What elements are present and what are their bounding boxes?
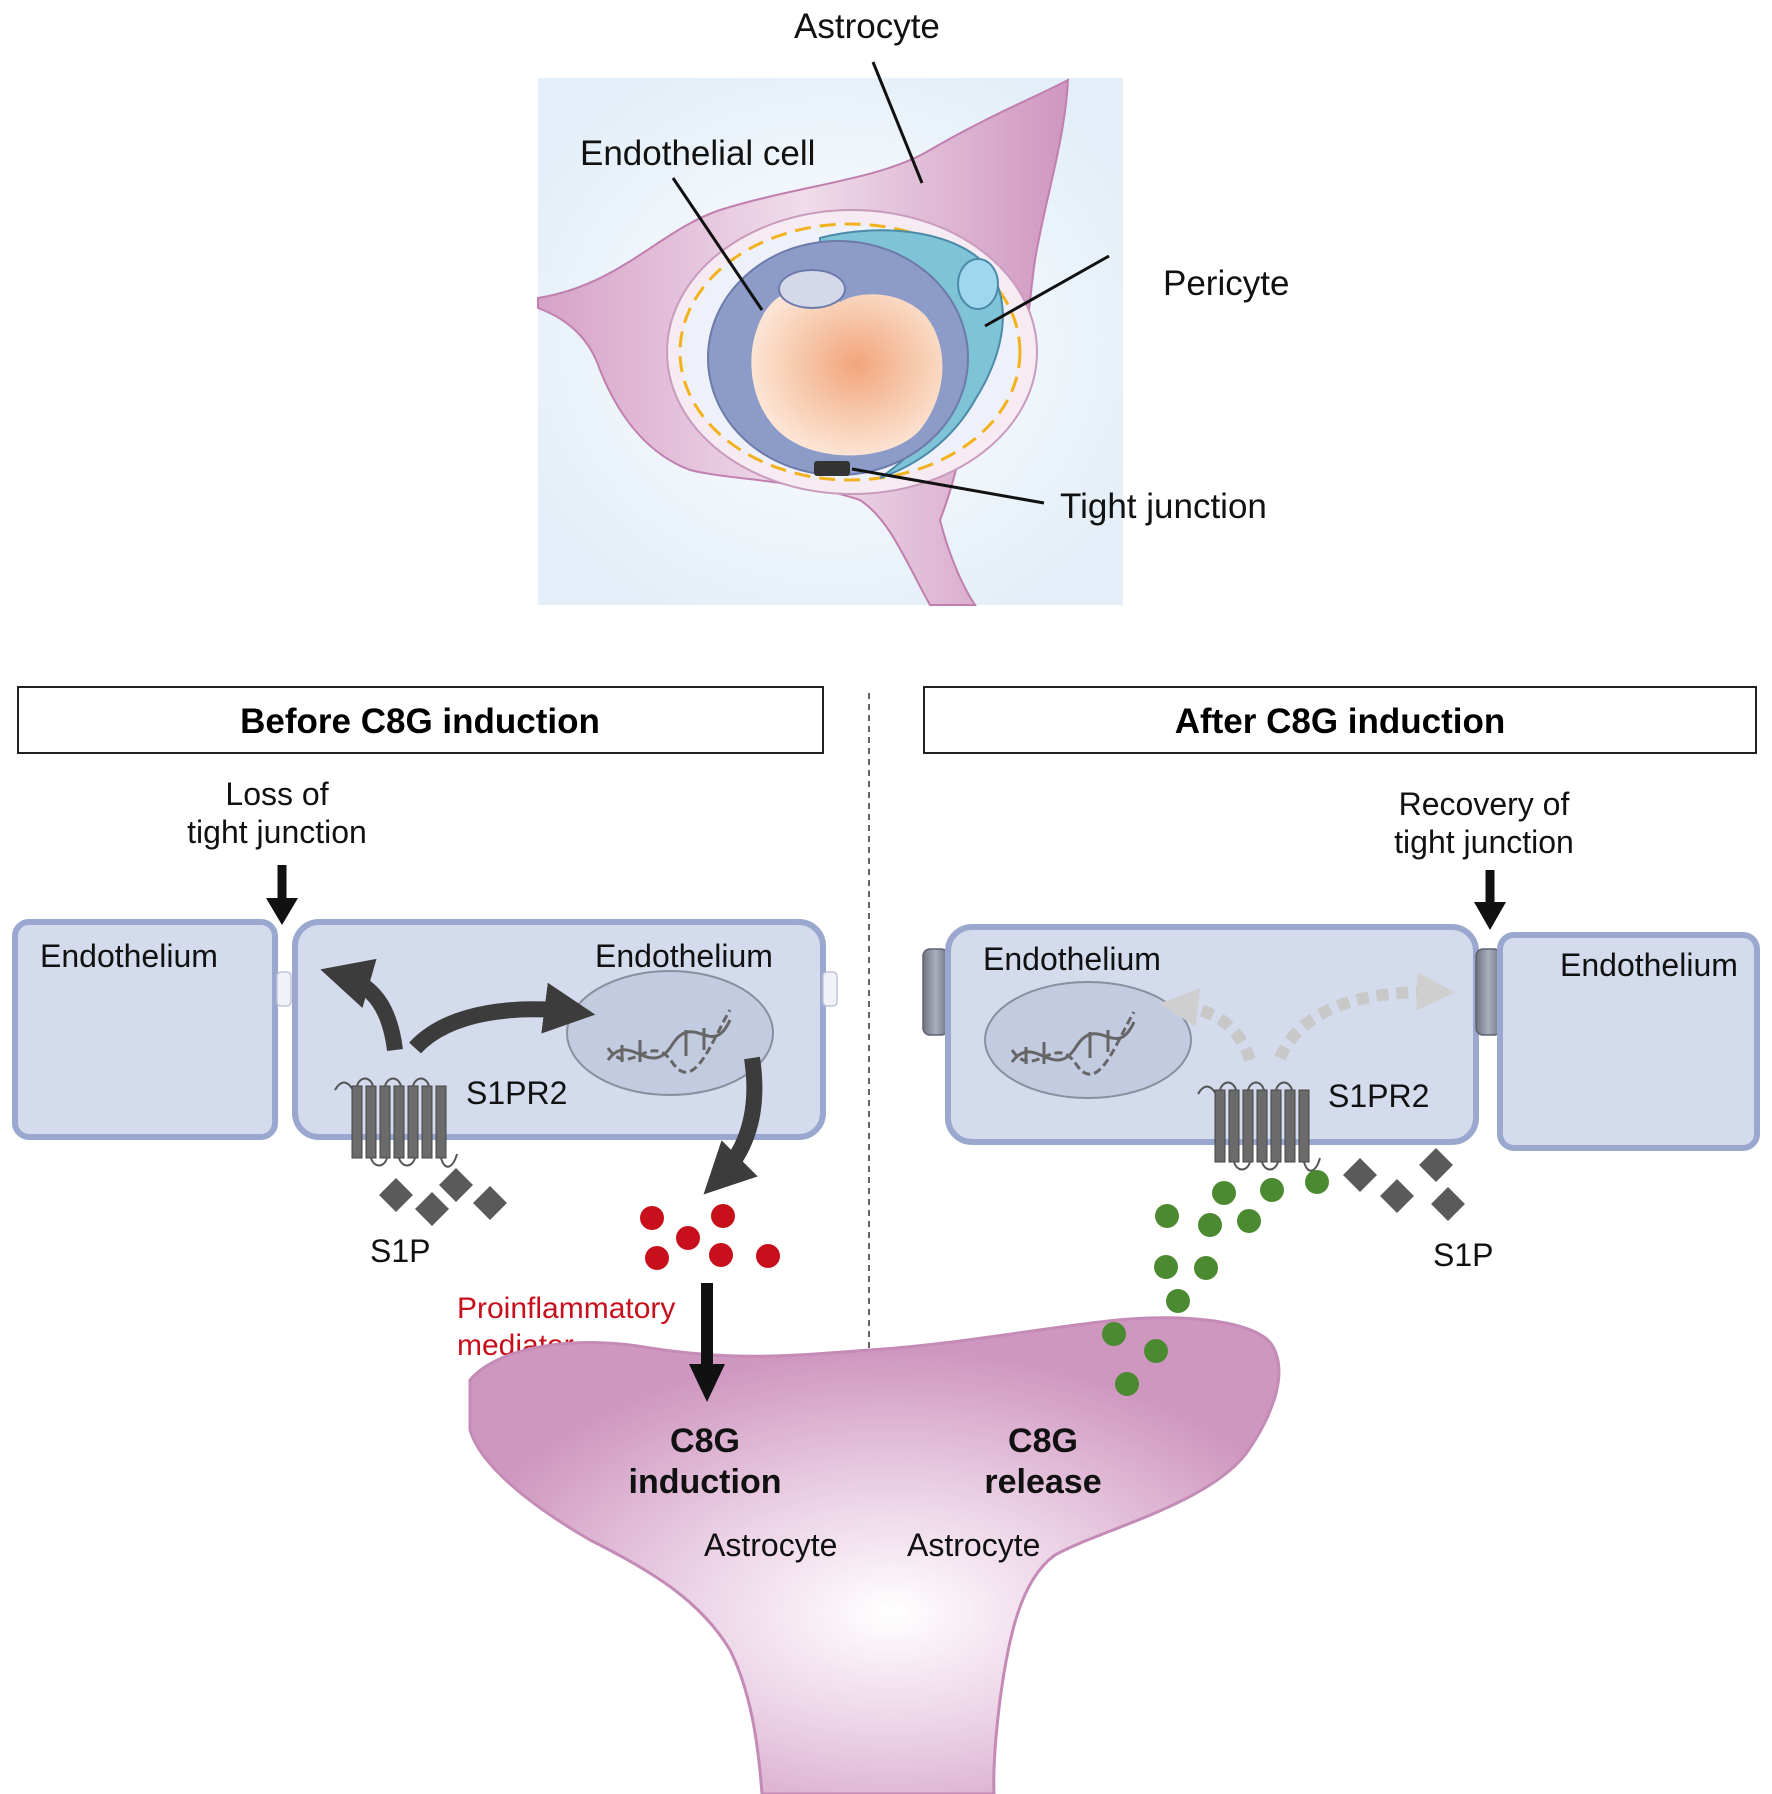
- proinflammatory-mediator-dots: [640, 1204, 780, 1270]
- top-endothelial-nucleus: [778, 269, 846, 309]
- left-tj-note-1: Loss of: [225, 776, 328, 812]
- right-astro-line1: C8G: [1008, 1422, 1078, 1460]
- top-pericyte-nucleus: [957, 258, 999, 310]
- right-astrocyte-label: Astrocyte: [907, 1527, 1040, 1563]
- astrocyte-cell-body: [468, 1316, 1281, 1794]
- right-astro-line2: release: [984, 1463, 1101, 1501]
- tight-junction-leader: [851, 467, 1045, 505]
- endothelial-cell-label: Endothelial cell: [580, 134, 815, 173]
- right-tj-note-2: tight junction: [1394, 824, 1574, 860]
- right-tj-note-1: Recovery of: [1399, 786, 1570, 822]
- pericyte-leader: [984, 254, 1110, 328]
- right-s1pr2-label: S1PR2: [1328, 1078, 1429, 1114]
- right-header-box: [923, 686, 1757, 754]
- left-panel: Before C8G induction Loss of tight junct…: [12, 686, 838, 1362]
- tight-junction-label: Tight junction: [1060, 487, 1267, 526]
- left-dna-icon: [606, 1009, 732, 1074]
- left-s1pr2-receptor: [334, 1077, 458, 1168]
- left-s1pr2-label: S1PR2: [466, 1075, 567, 1111]
- left-arrow-nucleus-to-mediator: [703, 1056, 763, 1195]
- right-tight-junction-left: [922, 948, 949, 1036]
- top-tight-junction: [814, 461, 850, 476]
- right-s1p-molecules: [1343, 1148, 1465, 1221]
- c8g-release-dots: [1102, 1170, 1329, 1396]
- left-arrow-to-junction: [320, 958, 403, 1052]
- left-s1p-label: S1P: [370, 1233, 430, 1269]
- left-small-endothelium-label: Endothelium: [40, 938, 218, 974]
- left-astro-line1: C8G: [670, 1422, 740, 1460]
- left-astro-line2: induction: [629, 1463, 782, 1501]
- right-panel: After C8G induction Recovery of tight ju…: [922, 686, 1760, 1273]
- right-small-endothelium-label: Endothelium: [1560, 947, 1738, 983]
- left-small-endothelium: [12, 919, 278, 1140]
- left-header-box: [17, 686, 824, 754]
- left-astrocyte-label: Astrocyte: [704, 1527, 837, 1563]
- endothelial-leader: [671, 177, 764, 311]
- pericyte-label: Pericyte: [1163, 264, 1289, 303]
- right-s1p-label: S1P: [1433, 1237, 1493, 1273]
- top-lumen: [751, 289, 943, 456]
- left-s1p-molecules: [379, 1168, 507, 1226]
- mediator-label-1: Proinflammatory: [457, 1292, 675, 1325]
- astrocyte-leader: [871, 61, 924, 184]
- right-nucleus: [984, 981, 1192, 1099]
- left-nucleus: [566, 970, 774, 1096]
- right-s1pr2-receptor: [1197, 1081, 1321, 1172]
- left-tj-note-2: tight junction: [187, 814, 367, 850]
- right-main-endothelium-label: Endothelium: [983, 941, 1161, 977]
- left-header: Before C8G induction: [240, 702, 600, 741]
- left-arrow-to-nucleus: [409, 982, 596, 1054]
- left-main-endothelium-label: Endothelium: [595, 938, 773, 974]
- top-diagram: Astrocyte Endothelial cell Pericyte Tigh…: [537, 7, 1289, 606]
- mediator-to-astrocyte-arrow: [701, 1283, 713, 1368]
- right-small-endothelium: [1497, 932, 1760, 1151]
- bottom-astrocyte: C8G induction Astrocyte C8G release Astr…: [468, 1283, 1281, 1794]
- right-faded-arrow-to-nucleus: [1159, 988, 1256, 1063]
- astrocyte-label: Astrocyte: [794, 7, 940, 46]
- right-header: After C8G induction: [1175, 702, 1506, 741]
- right-dna-icon: [1010, 1011, 1136, 1076]
